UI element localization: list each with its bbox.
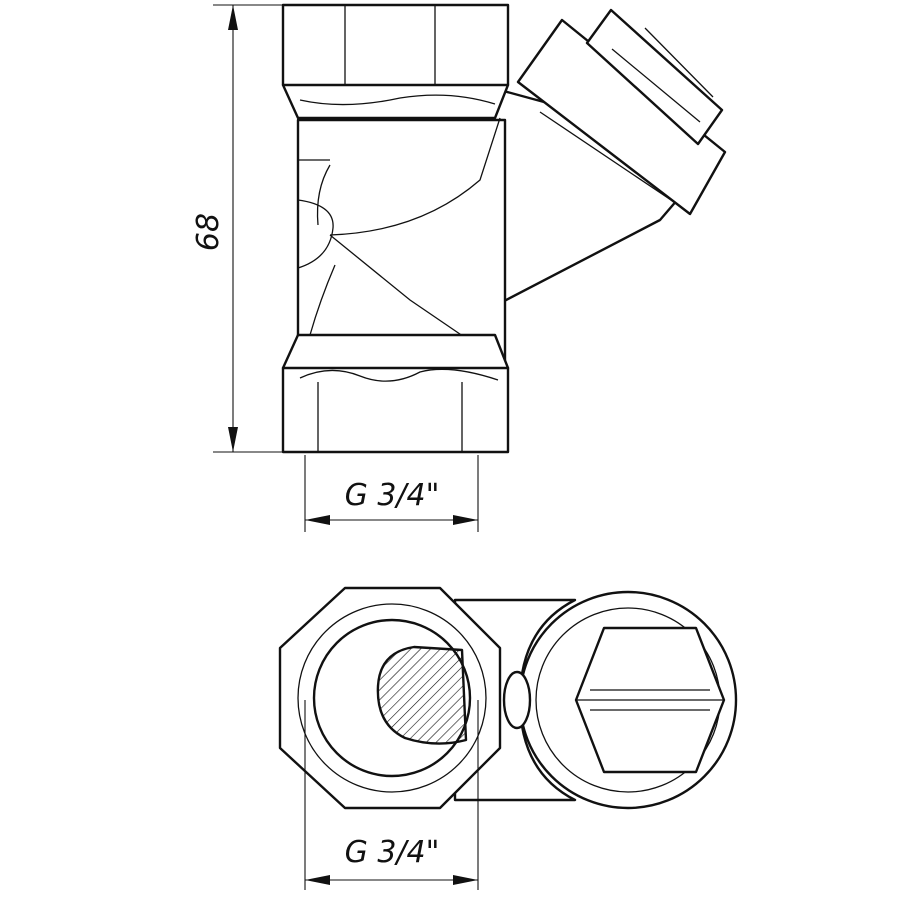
side-thread-dimension: G 3/4" <box>304 455 479 532</box>
valve-body <box>296 117 507 362</box>
end-thread-label: G 3/4" <box>345 835 440 870</box>
arrow-down-icon <box>228 427 238 452</box>
arrow-right-icon <box>453 875 478 885</box>
arrow-left-icon <box>305 515 330 525</box>
strainer-section <box>376 645 468 745</box>
strainer-cap <box>516 8 727 216</box>
arrow-left-icon <box>305 875 330 885</box>
height-dimension-label: 68 <box>191 213 226 251</box>
bottom-nut <box>281 333 510 454</box>
side-view: 68 G 3/4" <box>191 3 727 532</box>
arrow-right-icon <box>453 515 478 525</box>
top-nut <box>281 3 510 120</box>
octagon-nut <box>278 586 502 810</box>
side-thread-label: G 3/4" <box>345 478 440 513</box>
end-thread-dimension: G 3/4" <box>304 700 479 890</box>
height-dimension: 68 <box>191 4 283 453</box>
end-view: G 3/4" <box>278 586 738 890</box>
hex-plug <box>574 626 726 774</box>
arrow-up-icon <box>228 5 238 30</box>
